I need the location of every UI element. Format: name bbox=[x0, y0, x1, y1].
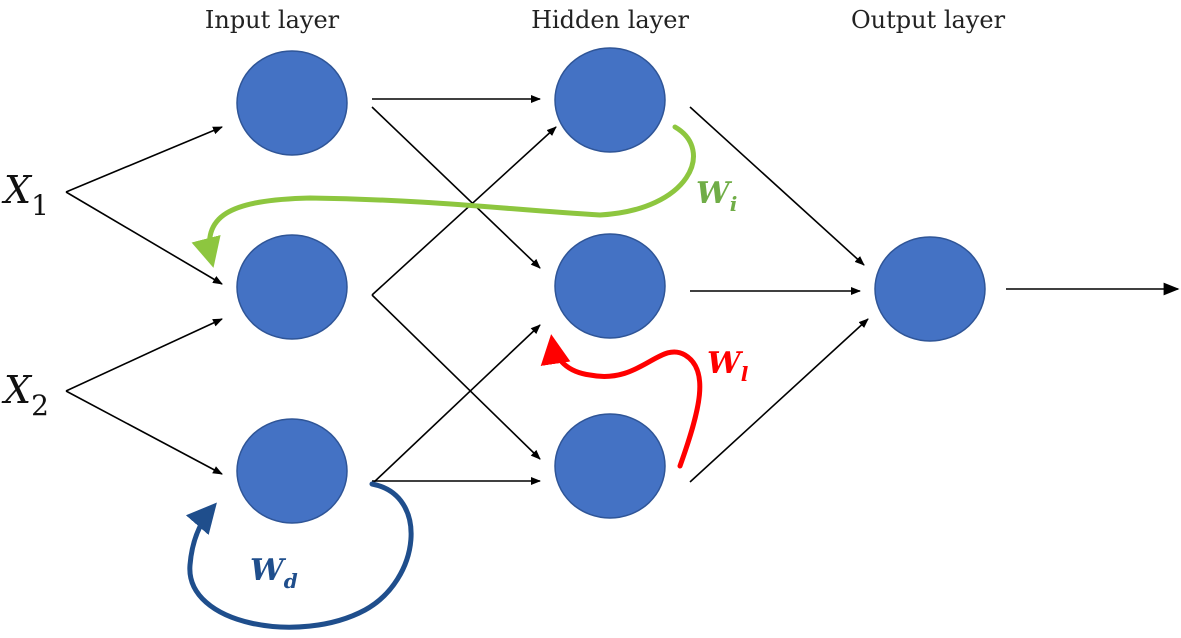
input-node-2 bbox=[236, 234, 348, 340]
input-node-1 bbox=[236, 50, 348, 156]
input-layer-title: Input layer bbox=[205, 6, 340, 34]
wd-feedback-arrow bbox=[185, 481, 414, 630]
wl-feedback-arrow bbox=[540, 334, 703, 469]
input-layer-nodes bbox=[236, 50, 348, 524]
weight-label-wl: Wl bbox=[707, 346, 749, 386]
edge-x2-to-in2 bbox=[65, 318, 223, 392]
hidden-layer-title: Hidden layer bbox=[531, 6, 689, 34]
edge-h1-to-out bbox=[689, 106, 865, 266]
input-hidden-edges bbox=[371, 95, 557, 485]
weight-label-wi: Wi bbox=[696, 176, 737, 216]
hidden-node-2 bbox=[554, 233, 666, 339]
edge-x1-to-in1 bbox=[65, 126, 223, 193]
hidden-layer-nodes bbox=[554, 47, 666, 519]
input-node-3 bbox=[236, 418, 348, 524]
output-node bbox=[874, 236, 986, 342]
hidden-node-1 bbox=[554, 47, 666, 153]
edge-x2-to-in3 bbox=[65, 390, 223, 475]
edge-in3-to-h2 bbox=[371, 324, 541, 485]
edge-in1-to-h2 bbox=[371, 106, 541, 269]
hidden-output-edges bbox=[689, 106, 1180, 483]
hidden-node-3 bbox=[554, 413, 666, 519]
output-layer-nodes bbox=[874, 236, 986, 342]
edge-h3-to-out bbox=[689, 318, 869, 483]
edge-x1-to-in2 bbox=[65, 191, 223, 285]
input-label-x1: X1 bbox=[1, 168, 49, 222]
edge-in2-to-h1 bbox=[371, 126, 557, 296]
input-label-x2: X2 bbox=[1, 368, 49, 422]
input-edges bbox=[65, 126, 223, 475]
wi-feedback-arrow bbox=[191, 124, 696, 268]
output-layer-title: Output layer bbox=[851, 6, 1006, 34]
weight-label-wd: Wd bbox=[250, 553, 298, 593]
edge-in2-to-h3 bbox=[371, 294, 541, 460]
